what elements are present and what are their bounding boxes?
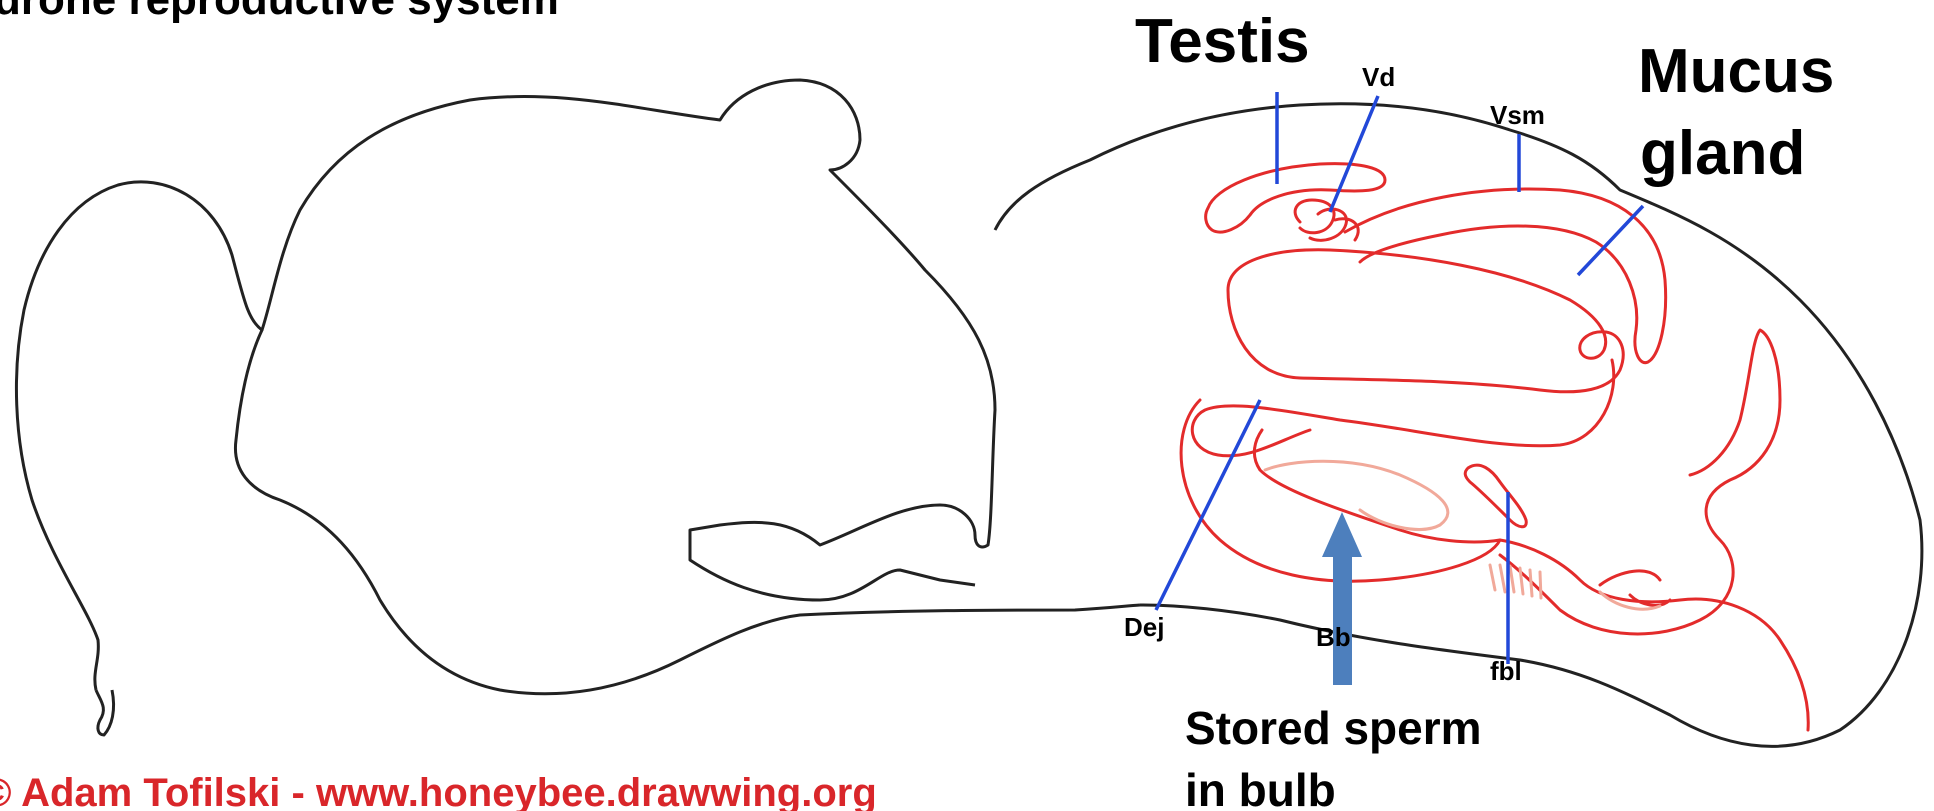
endophallus	[1498, 328, 1810, 732]
label-bb: Bb	[1316, 622, 1351, 652]
label-stored-line2: in bulb	[1185, 764, 1336, 811]
diagram-title: drone reproductive system	[0, 0, 559, 24]
label-vd: Vd	[1362, 62, 1395, 92]
head-outline	[233, 329, 1141, 696]
stored-sperm-arrow	[1322, 512, 1362, 685]
head-thorax-outline	[14, 78, 997, 691]
label-dej: Dej	[1124, 612, 1164, 642]
label-fbl: fbl	[1490, 656, 1522, 686]
abdomen-outline	[993, 102, 1924, 748]
vas-deferens-coil	[1293, 198, 1360, 242]
testis-organ	[1204, 162, 1387, 234]
dej-leader	[1154, 399, 1262, 611]
mucus-gland-organ	[1226, 248, 1625, 394]
cornua-detail	[1488, 563, 1662, 611]
credit-text: © Adam Tofilski - www.honeybee.drawwing.…	[0, 771, 877, 811]
bulb-outline	[1179, 398, 1502, 583]
fibrous-lobe	[1463, 463, 1528, 529]
mucus-leader	[1576, 204, 1645, 277]
mouthparts-outline	[94, 689, 116, 737]
label-testis: Testis	[1135, 7, 1310, 76]
vesicula-seminalis	[1343, 187, 1668, 365]
label-mucus-line1: Mucus	[1638, 37, 1834, 106]
label-stored-line1: Stored sperm	[1185, 702, 1482, 754]
ejaculatory-duct	[1190, 358, 1616, 458]
label-vsm: Vsm	[1490, 100, 1545, 130]
vd-leader	[1328, 95, 1380, 213]
bulb-faint-inner	[1263, 459, 1450, 531]
label-mucus-line2: gland	[1640, 119, 1805, 188]
